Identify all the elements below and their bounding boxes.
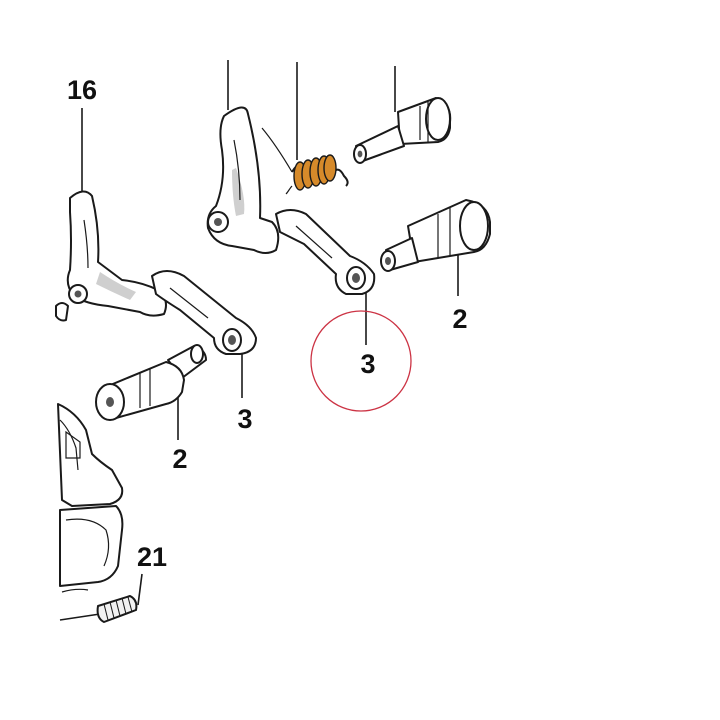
callout-21: 21 [137,542,167,572]
callout-3-left: 3 [237,404,252,434]
callout-2-left: 2 [172,444,187,474]
callout-2-right: 2 [452,304,467,334]
highlight-circle [310,310,412,412]
housing-fragment [57,403,124,593]
callout-3-center: 3 [360,349,375,379]
leader-21 [137,573,143,606]
arm-center [275,209,376,295]
pin-left [95,344,207,421]
fork-lever-left [55,190,167,322]
leader-21-tail [59,613,101,621]
callout-16: 16 [67,75,97,105]
pin-top-right [353,97,452,164]
arm-left [151,270,257,355]
spring-part [261,127,349,195]
stud-part [96,595,138,623]
leader-lines [59,60,459,621]
fork-lever-center [206,106,280,254]
pin-right [380,199,491,272]
